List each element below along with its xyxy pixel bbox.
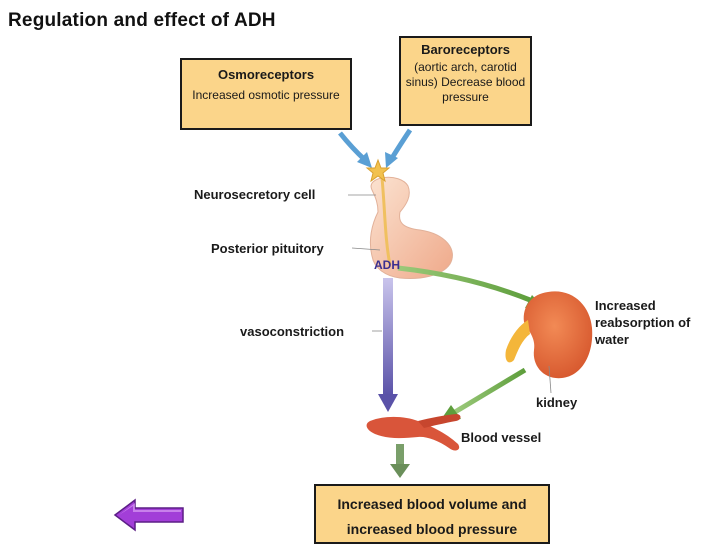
blood-vessel-icon bbox=[366, 414, 461, 451]
baroreceptors-box: Baroreceptors (aortic arch, carotid sinu… bbox=[399, 36, 532, 126]
baroreceptors-heading: Baroreceptors bbox=[421, 42, 510, 57]
posterior-pituitory-label: Posterior pituitory bbox=[211, 241, 324, 256]
page-title: Regulation and effect of ADH bbox=[8, 10, 276, 31]
posterior-pituitory-gland bbox=[369, 176, 453, 279]
vasoconstriction-label: vasoconstriction bbox=[240, 324, 345, 339]
neurosecretory-cell-icon bbox=[365, 158, 391, 183]
osmoreceptors-text: Increased osmotic pressure bbox=[192, 88, 340, 102]
blood-vessel-label: Blood vessel bbox=[461, 430, 542, 445]
osmoreceptors-heading: Osmoreceptors bbox=[217, 67, 315, 82]
osmoreceptors-box: Osmoreceptors Increased osmotic pressure bbox=[180, 58, 352, 130]
osmoreceptor-arrow bbox=[338, 131, 372, 168]
baroreceptor-arrow bbox=[385, 128, 413, 168]
vasoconstriction-arrow bbox=[378, 278, 398, 412]
result-line-1: Increased blood volume and bbox=[337, 496, 527, 512]
result-line-2: increased blood pressure bbox=[346, 521, 518, 537]
left-arrow-icon[interactable] bbox=[113, 498, 185, 532]
baroreceptors-text: (aortic arch, carotid sinus) Decrease bl… bbox=[405, 60, 526, 104]
result-box: Increased blood volume and increased blo… bbox=[314, 484, 550, 544]
pituitary-leader bbox=[351, 247, 381, 251]
adh-label: ADH bbox=[374, 258, 400, 272]
increased-reabsorption-label: Increased reabsorption of water bbox=[595, 298, 691, 347]
neurosecretory-cell-label: Neurosecretory cell bbox=[194, 187, 316, 202]
kidney-to-vessel-arrow bbox=[440, 367, 527, 421]
kidney-icon bbox=[505, 291, 593, 379]
vessel-to-result-arrow bbox=[390, 444, 410, 478]
kidney-label: kidney bbox=[536, 395, 578, 410]
kidney-leader bbox=[548, 365, 552, 394]
